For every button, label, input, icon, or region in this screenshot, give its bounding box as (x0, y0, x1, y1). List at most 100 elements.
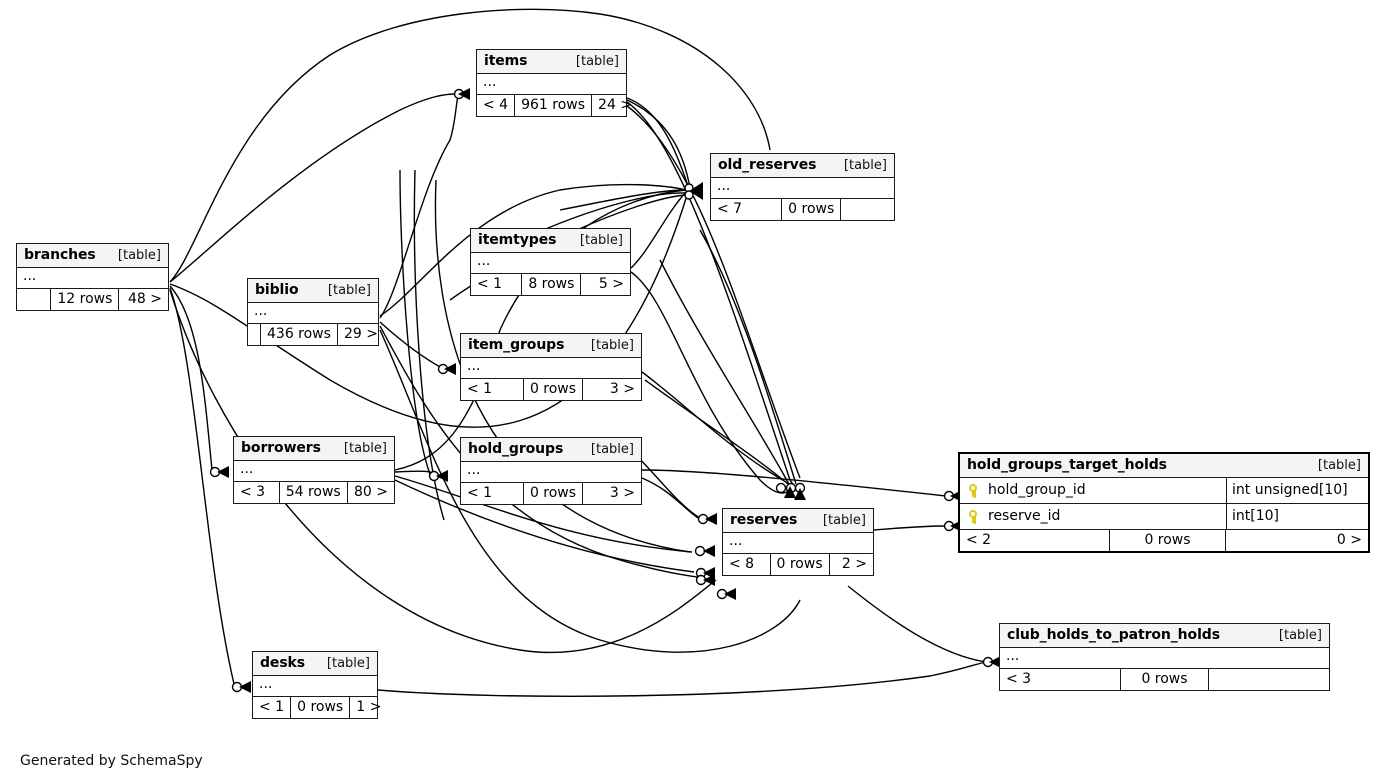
footer-parent-count-club-holds-to-patron-holds: < 3 (1000, 669, 1121, 690)
footer-rows-borrowers: 54 rows (280, 482, 348, 503)
table-body-desks: ... (253, 676, 377, 697)
table-body-old-reserves: ... (711, 178, 894, 199)
edge-biblio-itemgroups (379, 321, 443, 369)
table-body-hold-groups: ... (461, 462, 641, 483)
footer-child-count-items: 24 > (598, 97, 633, 113)
table-node-club-holds-to-patron-holds[interactable]: club_holds_to_patron_holds [table] ... <… (999, 623, 1330, 691)
footer-child-count-hold-groups-target-holds: 0 > (1336, 532, 1362, 548)
table-title-biblio: biblio (255, 282, 299, 298)
edge-branches-desks (169, 287, 235, 685)
table-title-reserves: reserves (730, 512, 798, 528)
crowfoot-borrowers (217, 466, 229, 478)
crowfoot-reserves-e (724, 588, 736, 600)
table-tag-reserves: [table] (822, 512, 866, 528)
table-footer-item-groups: < 1 0 rows 3 > (461, 379, 641, 400)
footer-child-count-itemtypes: 5 > (598, 276, 624, 292)
table-columns-collapsed-biblio: ... (254, 303, 268, 319)
table-footer-itemtypes: < 1 8 rows 5 > (471, 274, 630, 295)
footer-parent-count-biblio (248, 324, 261, 345)
table-footer-reserves: < 8 0 rows 2 > (723, 554, 873, 575)
table-node-reserves[interactable]: reserves [table] ... < 8 0 rows 2 > (722, 508, 874, 576)
footer-rows-desks: 0 rows (291, 697, 351, 718)
table-node-hold-groups[interactable]: hold_groups [table] ... < 1 0 rows 3 > (460, 437, 642, 505)
table-node-old-reserves[interactable]: old_reserves [table] ... < 7 0 rows (710, 153, 895, 221)
table-tag-hold-groups: [table] (590, 441, 634, 457)
crowfoot-reserves-c (703, 567, 715, 579)
crowfoot-reserves-b (703, 545, 715, 557)
table-footer-hold-groups-target-holds: < 2 0 rows 0 > (960, 530, 1368, 551)
footer-rows-reserves: 0 rows (771, 554, 830, 575)
edge-itemgroups-reserves (641, 371, 787, 483)
table-node-item-groups[interactable]: item_groups [table] ... < 1 0 rows 3 > (460, 333, 642, 401)
column-name-text: hold_group_id (988, 482, 1086, 498)
edge-holdgroups-reserves (641, 477, 699, 519)
endpoint-reserves-b (694, 545, 706, 557)
column-type-cell: int unsigned[10] (1232, 482, 1348, 498)
footer-rows-old-reserves: 0 rows (782, 199, 842, 220)
table-columns-collapsed-old-reserves: ... (717, 178, 731, 194)
endpoint-desks-left (231, 681, 243, 693)
footer-rows-hold-groups: 0 rows (524, 483, 584, 504)
edge-itemtypes-reserves (630, 271, 793, 494)
table-title-hold-groups: hold_groups (468, 441, 564, 457)
table-body-borrowers: ... (234, 461, 394, 482)
table-header-itemtypes: itemtypes [table] (471, 229, 630, 253)
table-column-row[interactable]: reserve_id int[10] (960, 504, 1368, 529)
footer-parent-count-item-groups: < 1 (461, 379, 524, 400)
footer-parent-count-old-reserves: < 7 (711, 199, 783, 220)
table-body-reserves: ... (723, 533, 873, 554)
edge-fan-reserves-f (644, 379, 789, 485)
footer-parent-count-reserves: < 8 (723, 554, 771, 575)
footer-rows-biblio: 436 rows (261, 324, 338, 345)
footer-child-count-biblio: 29 > (343, 326, 378, 342)
edge-borrowers-holdgroups (394, 470, 433, 476)
table-node-borrowers[interactable]: borrowers [table] ... < 3 54 rows 80 > (233, 436, 395, 504)
table-header-borrowers: borrowers [table] (234, 437, 394, 461)
crowfoot-holdgroups (436, 470, 448, 482)
table-node-hold-groups-target-holds[interactable]: hold_groups_target_holds [table] hold_gr… (958, 452, 1370, 553)
footer-parent-count-desks: < 1 (253, 697, 292, 718)
edge-branches-borrowers (169, 285, 213, 471)
table-tag-old-reserves: [table] (843, 157, 887, 173)
table-footer-borrowers: < 3 54 rows 80 > (234, 482, 394, 503)
footer-child-count-club-holds-to-patron-holds (1209, 669, 1329, 690)
table-header-biblio: biblio [table] (248, 279, 378, 303)
edge-branches-items (169, 93, 457, 283)
edge-reserves-clubholds (847, 585, 987, 663)
crowfoot-desks (239, 681, 251, 693)
table-body-items: ... (477, 74, 626, 95)
table-title-desks: desks (260, 655, 305, 671)
table-node-biblio[interactable]: biblio [table] ... 436 rows 29 > (247, 278, 379, 346)
table-tag-itemtypes: [table] (579, 232, 623, 248)
table-columns-collapsed-borrowers: ... (240, 461, 254, 477)
endpoint-targetholds-a (943, 490, 955, 502)
crowfoot-reserves-top-b (794, 488, 806, 500)
table-title-old-reserves: old_reserves (718, 157, 817, 173)
table-footer-old-reserves: < 7 0 rows (711, 199, 894, 220)
endpoint-oldreserves-b (684, 190, 694, 200)
endpoint-reserves-top-c (794, 482, 806, 494)
table-columns-collapsed-item-groups: ... (467, 358, 481, 374)
table-node-items[interactable]: items [table] ... < 4 961 rows 24 > (476, 49, 632, 117)
endpoint-reserves-d (695, 574, 707, 586)
primary-key-icon (968, 509, 979, 523)
endpoint-borrowers-left (209, 466, 221, 478)
footer-child-count-item-groups: 3 > (609, 381, 635, 397)
table-columns-collapsed-items: ... (483, 74, 497, 90)
table-node-branches[interactable]: branches [table] ... 12 rows 48 > (16, 243, 169, 311)
footer-rows-branches: 12 rows (51, 289, 120, 310)
edge-fan-left-h (413, 169, 445, 521)
crowfoot-items (458, 88, 470, 100)
table-title-hold-groups-target-holds: hold_groups_target_holds (967, 457, 1167, 473)
table-header-reserves: reserves [table] (723, 509, 873, 533)
table-node-desks[interactable]: desks [table] ... < 1 0 rows 1 > (252, 651, 381, 719)
table-header-club-holds-to-patron-holds: club_holds_to_patron_holds [table] (1000, 624, 1329, 648)
table-node-itemtypes[interactable]: itemtypes [table] ... < 1 8 rows 5 > (470, 228, 631, 296)
table-footer-items: < 4 961 rows 24 > (477, 95, 632, 116)
table-tag-borrowers: [table] (343, 440, 387, 456)
column-name-text: reserve_id (988, 508, 1061, 524)
crowfoot-reserves-d (703, 574, 715, 586)
table-column-row[interactable]: hold_group_id int unsigned[10] (960, 478, 1368, 504)
endpoint-reserves-top-a (775, 482, 787, 494)
endpoint-reserves-c (695, 567, 707, 579)
